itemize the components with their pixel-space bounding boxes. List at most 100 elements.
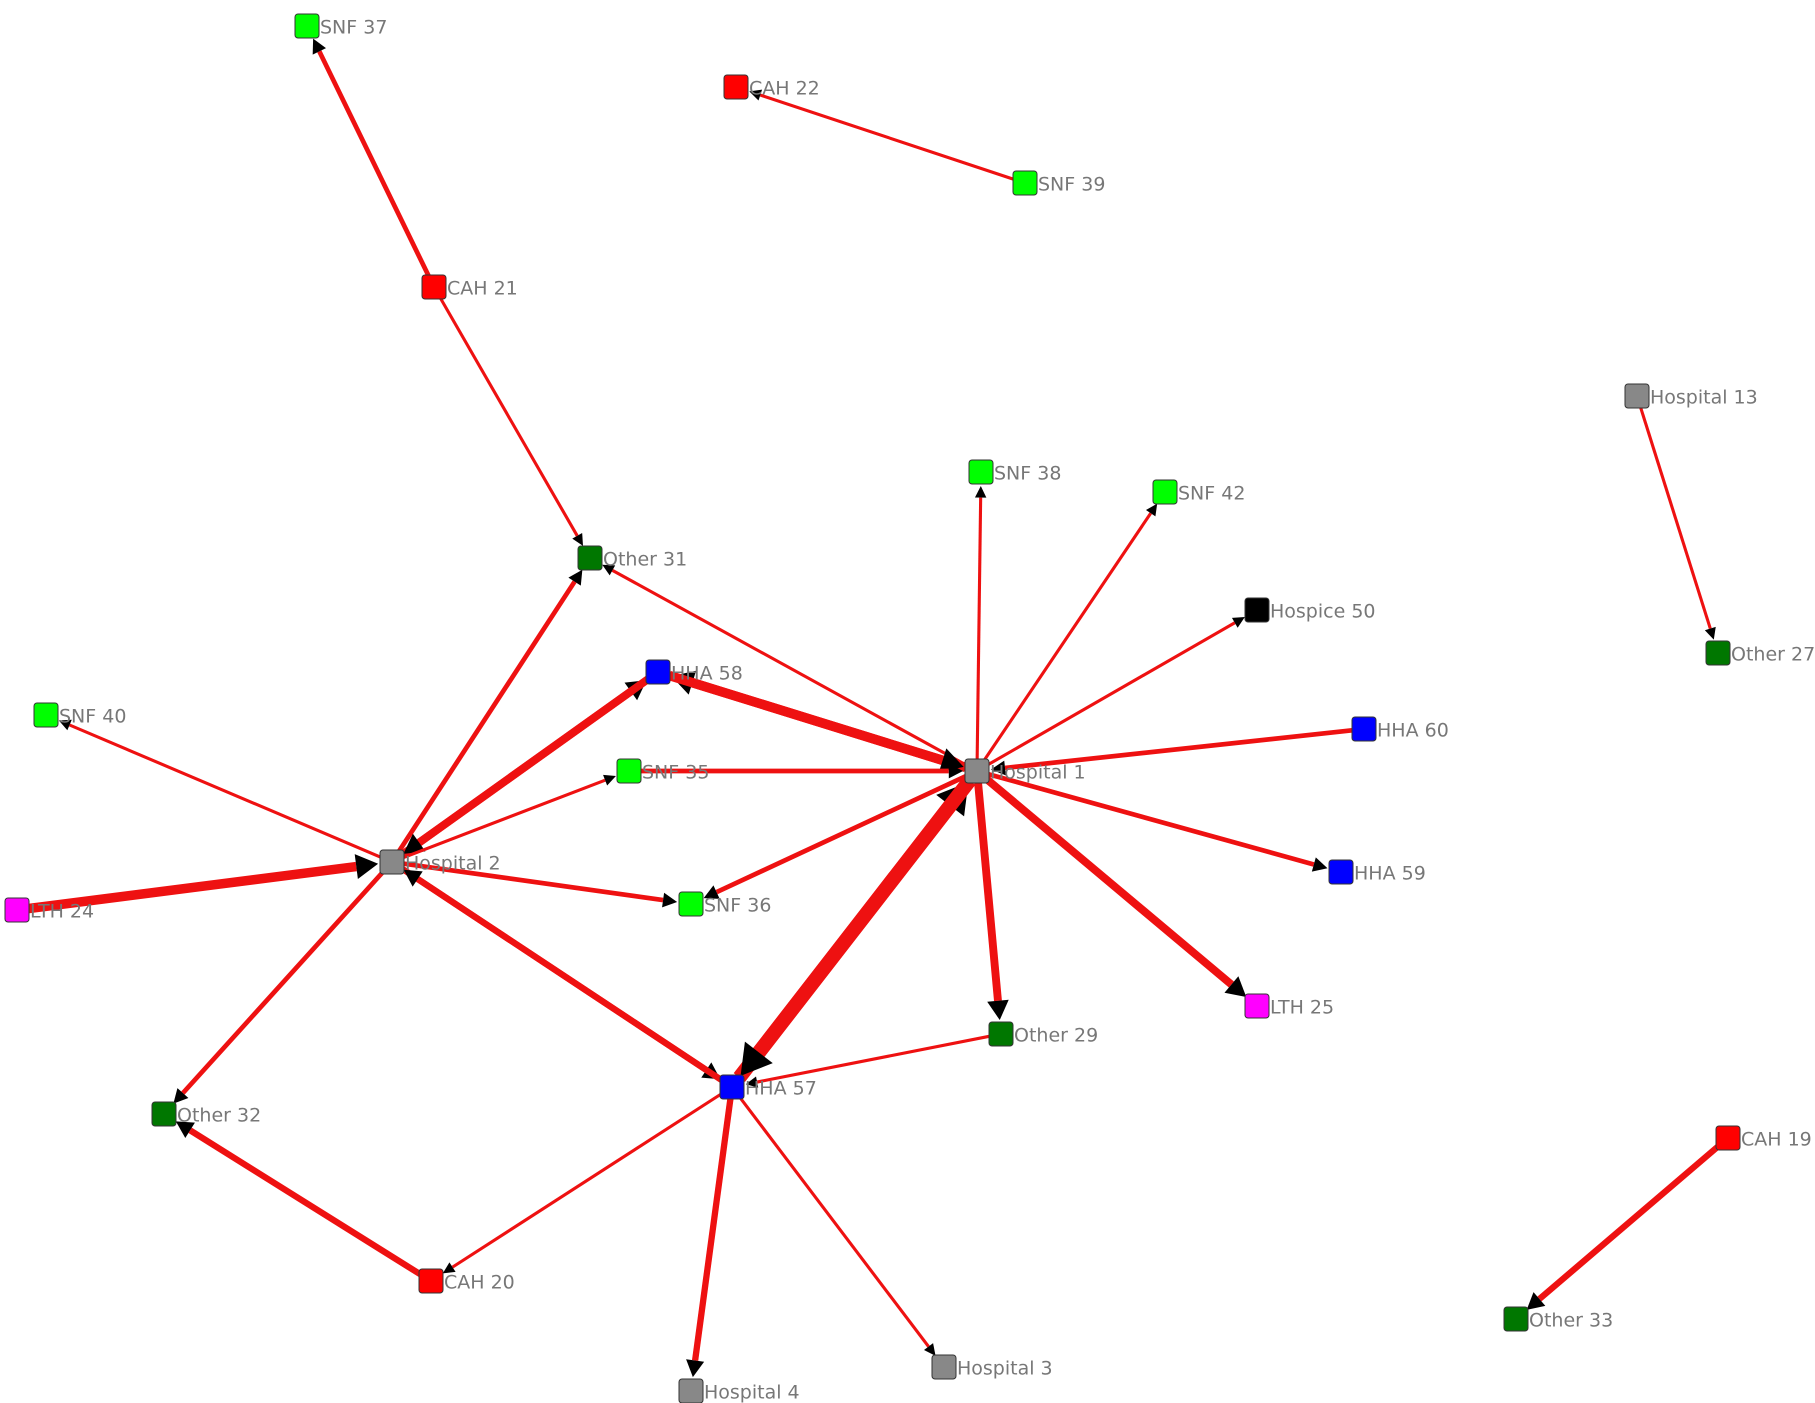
edge-h1-snf42 bbox=[982, 503, 1158, 762]
node-hha59[interactable]: HHA 59 bbox=[1328, 859, 1426, 885]
node-label: HHA 59 bbox=[1354, 863, 1426, 885]
node-label: LTH 25 bbox=[1270, 997, 1334, 1019]
node-label: Other 31 bbox=[603, 549, 687, 571]
edge-line bbox=[1639, 406, 1712, 630]
arrowhead bbox=[442, 1262, 456, 1274]
node-label: Other 29 bbox=[1014, 1025, 1098, 1047]
node-square[interactable] bbox=[1705, 640, 1731, 666]
edge-line bbox=[68, 723, 382, 859]
node-square[interactable] bbox=[418, 1268, 444, 1294]
node-square[interactable] bbox=[1012, 170, 1038, 196]
edge-line bbox=[416, 675, 651, 846]
node-oth29[interactable]: Other 29 bbox=[988, 1021, 1098, 1047]
arrowhead bbox=[924, 1343, 936, 1356]
node-hha58[interactable]: HHA 58 bbox=[645, 659, 743, 685]
node-square[interactable] bbox=[931, 1354, 957, 1380]
edge-cah21-snf37 bbox=[312, 38, 431, 278]
node-label: Hospital 3 bbox=[957, 1358, 1053, 1380]
node-label: Other 27 bbox=[1731, 644, 1815, 666]
node-square[interactable] bbox=[151, 1101, 177, 1127]
edge-lth24-h2 bbox=[28, 854, 379, 914]
edge-h2-snf36 bbox=[403, 861, 678, 908]
arrowhead bbox=[1231, 616, 1245, 628]
node-label: SNF 38 bbox=[994, 463, 1061, 485]
node-oth33[interactable]: Other 33 bbox=[1503, 1306, 1613, 1332]
node-snf42[interactable]: SNF 42 bbox=[1152, 479, 1245, 505]
edge-line bbox=[975, 497, 983, 760]
node-snf38[interactable]: SNF 38 bbox=[968, 459, 1061, 485]
node-label: HHA 57 bbox=[745, 1078, 817, 1100]
edge-line bbox=[396, 580, 577, 854]
node-square[interactable] bbox=[645, 659, 671, 685]
node-square[interactable] bbox=[1624, 383, 1650, 409]
edge-line bbox=[188, 1127, 423, 1278]
node-lth25[interactable]: LTH 25 bbox=[1244, 993, 1334, 1019]
node-square[interactable] bbox=[616, 758, 642, 784]
node-square[interactable] bbox=[968, 459, 994, 485]
node-square[interactable] bbox=[723, 74, 749, 100]
edge-h2-snf40 bbox=[58, 719, 382, 859]
node-label: HHA 60 bbox=[1377, 720, 1449, 742]
edge-snf35-h1 bbox=[641, 763, 963, 779]
edges-layer bbox=[28, 38, 1721, 1378]
edge-line bbox=[451, 1092, 723, 1269]
node-oth27[interactable]: Other 27 bbox=[1705, 640, 1815, 666]
edge-snf39-cah22 bbox=[749, 89, 1015, 181]
node-square[interactable] bbox=[379, 849, 405, 875]
node-label: Hospital 13 bbox=[1650, 387, 1758, 409]
node-snf36[interactable]: SNF 36 bbox=[678, 891, 771, 917]
node-oth32[interactable]: Other 32 bbox=[151, 1101, 261, 1127]
node-snf35[interactable]: SNF 35 bbox=[616, 758, 709, 784]
node-cah20[interactable]: CAH 20 bbox=[418, 1268, 515, 1294]
edge-line bbox=[415, 876, 724, 1084]
node-cah19[interactable]: CAH 19 bbox=[1715, 1125, 1812, 1151]
edge-h1-snf36 bbox=[703, 773, 968, 899]
arrowhead bbox=[58, 719, 72, 731]
node-square[interactable] bbox=[1503, 1306, 1529, 1332]
node-hha60[interactable]: HHA 60 bbox=[1351, 716, 1449, 742]
node-label: Hospice 50 bbox=[1270, 601, 1376, 623]
node-snf40[interactable]: SNF 40 bbox=[33, 702, 126, 728]
node-h1[interactable]: Hospital 1 bbox=[964, 758, 1086, 784]
node-label: SNF 35 bbox=[642, 762, 709, 784]
edge-line bbox=[982, 512, 1152, 762]
arrowhead bbox=[568, 569, 583, 586]
node-square[interactable] bbox=[678, 1378, 704, 1403]
node-hosp50[interactable]: Hospice 50 bbox=[1244, 597, 1376, 623]
node-square[interactable] bbox=[964, 758, 990, 784]
node-square[interactable] bbox=[294, 13, 320, 39]
node-square[interactable] bbox=[1351, 716, 1377, 742]
node-square[interactable] bbox=[988, 1021, 1014, 1047]
node-oth31[interactable]: Other 31 bbox=[577, 545, 687, 571]
edge-line bbox=[1537, 1143, 1721, 1302]
node-h4[interactable]: Hospital 4 bbox=[678, 1378, 800, 1403]
node-hha57[interactable]: HHA 57 bbox=[719, 1074, 817, 1100]
node-square[interactable] bbox=[1152, 479, 1178, 505]
edge-h1-hha57 bbox=[740, 776, 976, 1076]
node-square[interactable] bbox=[1244, 993, 1270, 1019]
arrowhead bbox=[1224, 976, 1247, 997]
node-square[interactable] bbox=[678, 891, 704, 917]
node-square[interactable] bbox=[1715, 1125, 1741, 1151]
node-hosp13[interactable]: Hospital 13 bbox=[1624, 383, 1758, 409]
node-lth24[interactable]: LTH 24 bbox=[4, 897, 94, 923]
node-label: Hospital 2 bbox=[405, 853, 501, 875]
node-snf37[interactable]: SNF 37 bbox=[294, 13, 387, 39]
node-square[interactable] bbox=[577, 545, 603, 571]
node-label: CAH 22 bbox=[749, 78, 820, 100]
node-square[interactable] bbox=[1328, 859, 1354, 885]
node-cah21[interactable]: CAH 21 bbox=[421, 274, 518, 300]
node-h2[interactable]: Hospital 2 bbox=[379, 849, 501, 875]
node-square[interactable] bbox=[1244, 597, 1270, 623]
node-label: SNF 39 bbox=[1038, 174, 1105, 196]
edge-line bbox=[974, 782, 1002, 1002]
edge-hha57-h4 bbox=[686, 1098, 734, 1378]
node-snf39[interactable]: SNF 39 bbox=[1012, 170, 1105, 196]
node-square[interactable] bbox=[719, 1074, 745, 1100]
node-h3[interactable]: Hospital 3 bbox=[931, 1354, 1053, 1380]
node-cah22[interactable]: CAH 22 bbox=[723, 74, 820, 100]
node-square[interactable] bbox=[421, 274, 447, 300]
node-square[interactable] bbox=[4, 897, 30, 923]
node-square[interactable] bbox=[33, 702, 59, 728]
arrowhead bbox=[938, 748, 964, 773]
